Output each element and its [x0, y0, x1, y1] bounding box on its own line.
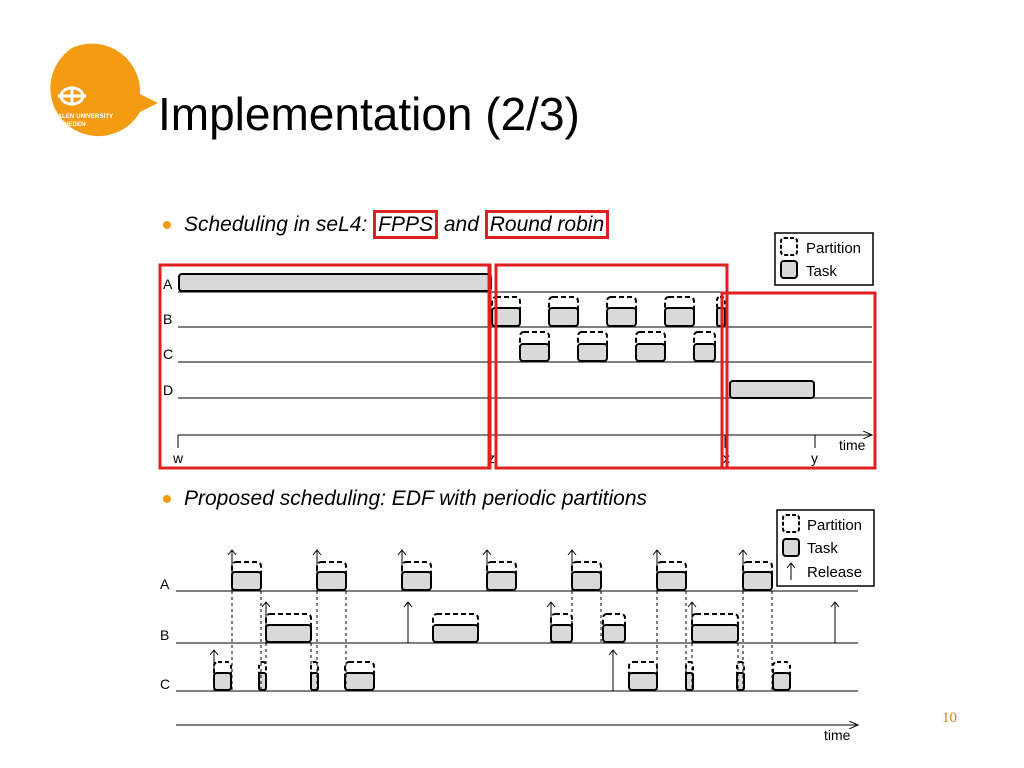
row-label-A: A — [163, 276, 173, 292]
release-arrows — [209, 549, 840, 691]
task-legend-icon — [780, 260, 798, 279]
row-A-blocks — [231, 561, 773, 591]
time-label-2: time — [824, 727, 851, 743]
time-label-1: time — [839, 437, 866, 453]
logo-emblem-icon — [58, 86, 86, 106]
legend-2-task: Task — [807, 540, 838, 557]
row-B-blocks — [491, 296, 726, 327]
legend-2-release: Release — [807, 564, 862, 581]
row-label-D: D — [163, 382, 173, 398]
row-label-A: A — [160, 576, 170, 592]
row-C-blocks — [519, 331, 716, 362]
bullet-1-prefix: Scheduling in seL4: — [184, 213, 374, 236]
legend-1-partition: Partition — [806, 240, 861, 257]
logo-text-line1: MÄLARDALEN UNIVERSITY — [31, 113, 114, 120]
bullet-dot — [163, 221, 171, 229]
highlight-region-round-robin — [494, 263, 729, 470]
bullet-scheduling-sel4: Scheduling in seL4: FPPS and Round robin — [184, 210, 610, 239]
partition-legend-icon — [780, 237, 798, 256]
task-D — [729, 380, 815, 399]
row-B-blocks — [265, 613, 739, 643]
tick-y: y — [811, 450, 818, 466]
row-label-C: C — [163, 346, 173, 362]
logo-text-line2: SWEDEN — [58, 121, 86, 128]
tick-w: w — [172, 450, 184, 466]
row-label-B: B — [163, 311, 172, 327]
highlight-fpps: FPPS — [373, 210, 438, 239]
bullet-proposed-scheduling: Proposed scheduling: EDF with periodic p… — [184, 487, 648, 510]
release-arrow-icon — [786, 562, 796, 580]
slide-title: Implementation (2/3) — [158, 88, 580, 140]
legend-2: Partition Task Release — [776, 509, 875, 587]
bullet-dot — [163, 495, 171, 503]
guide-lines — [231, 591, 773, 691]
row-label-C: C — [160, 676, 170, 692]
bullet-1-middle: and — [438, 213, 485, 236]
university-logo: MÄLARDALEN UNIVERSITY SWEDEN — [31, 43, 158, 137]
row-label-B: B — [160, 627, 169, 643]
legend-1: Partition Task — [774, 232, 874, 286]
page-number: 10 — [942, 710, 957, 726]
legend-1-task: Task — [806, 263, 837, 280]
legend-2-partition: Partition — [807, 517, 862, 534]
highlight-region-fpps-2 — [720, 291, 877, 470]
task-legend-icon — [782, 538, 800, 557]
highlight-round-robin: Round robin — [484, 210, 610, 239]
partition-legend-icon — [782, 514, 800, 533]
row-C-blocks — [213, 661, 791, 691]
